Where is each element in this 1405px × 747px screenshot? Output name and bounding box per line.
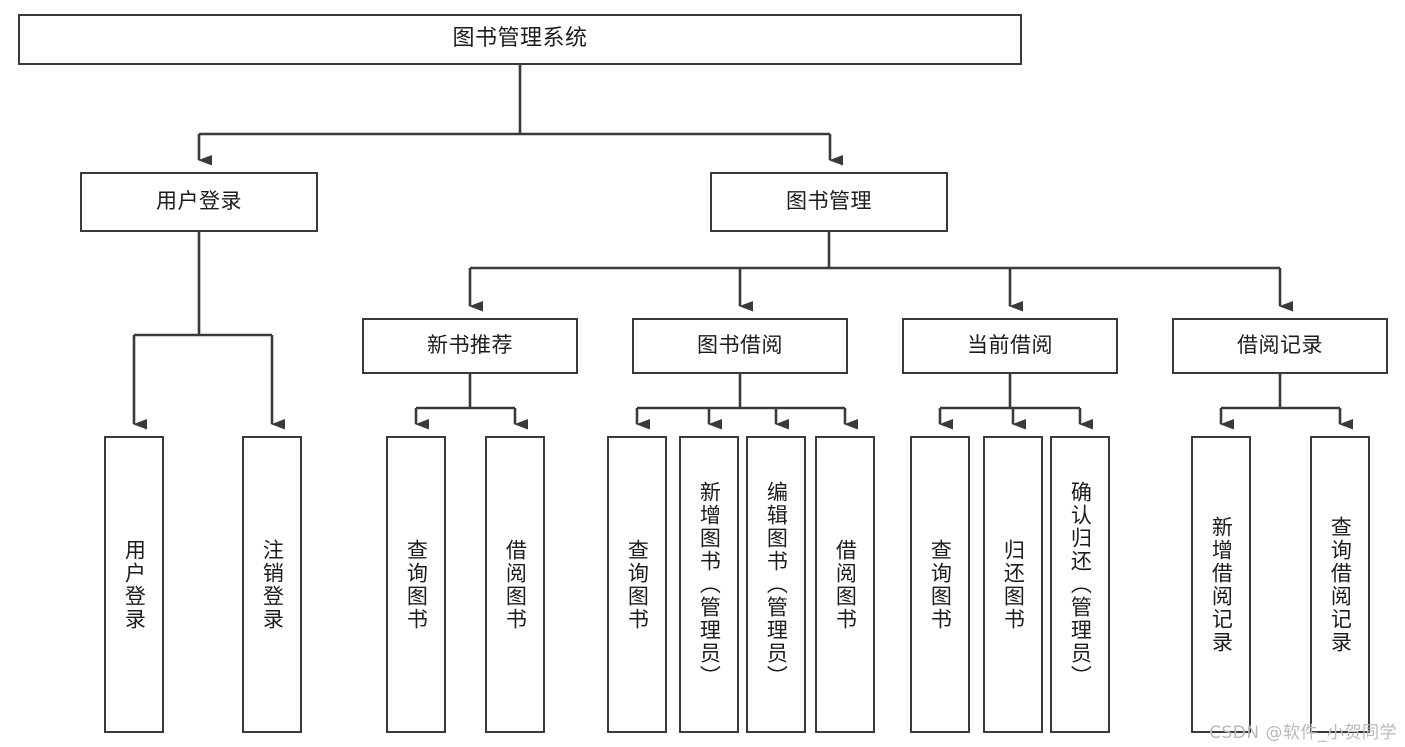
node-leaf-add-borrow-record[interactable]: 新增借阅记录 [1191,436,1251,733]
node-current-borrow[interactable]: 当前借阅 [902,318,1118,374]
node-label: 注销登录 [260,538,285,631]
node-label: 查询图书 [625,538,650,631]
node-borrow-record[interactable]: 借阅记录 [1172,318,1388,374]
node-leaf-edit-book-admin[interactable]: 编辑图书（管理员） [746,436,806,733]
node-label: 图书管理 [786,189,872,214]
node-label: 图书借阅 [697,333,783,358]
node-label: 查询借阅记录 [1328,515,1353,654]
node-label: 借阅图书 [503,538,528,631]
node-leaf-borrow-book-1[interactable]: 借阅图书 [485,436,545,733]
node-user-login[interactable]: 用户登录 [80,172,318,232]
node-label: 借阅图书 [833,538,858,631]
watermark-text: CSDN @软件_小贺同学 [1209,723,1397,743]
node-label: 当前借阅 [967,333,1053,358]
node-leaf-borrow-book-2[interactable]: 借阅图书 [815,436,875,733]
node-leaf-query-book-1[interactable]: 查询图书 [386,436,446,733]
node-label: 编辑图书（管理员） [764,481,789,688]
node-new-book-recommend[interactable]: 新书推荐 [362,318,578,374]
node-label: 查询图书 [404,538,429,631]
node-leaf-query-book-2[interactable]: 查询图书 [607,436,667,733]
node-label: 查询图书 [928,538,953,631]
node-leaf-logout[interactable]: 注销登录 [242,436,302,733]
node-book-borrow[interactable]: 图书借阅 [632,318,848,374]
node-leaf-confirm-return-admin[interactable]: 确认归还（管理员） [1050,436,1110,733]
node-label: 图书管理系统 [452,26,588,52]
node-leaf-query-book-3[interactable]: 查询图书 [910,436,970,733]
node-label: 用户登录 [156,189,242,214]
node-root-system[interactable]: 图书管理系统 [18,14,1022,65]
node-label: 归还图书 [1001,538,1026,631]
node-label: 新增图书（管理员） [697,481,722,688]
node-label: 借阅记录 [1237,333,1323,358]
node-book-management[interactable]: 图书管理 [710,172,948,232]
node-leaf-query-borrow-record[interactable]: 查询借阅记录 [1310,436,1370,733]
node-label: 新增借阅记录 [1209,515,1234,654]
node-label: 用户登录 [122,538,147,631]
node-leaf-user-login[interactable]: 用户登录 [104,436,164,733]
node-label: 确认归还（管理员） [1068,481,1093,688]
node-leaf-return-book[interactable]: 归还图书 [983,436,1043,733]
node-leaf-add-book-admin[interactable]: 新增图书（管理员） [679,436,739,733]
node-label: 新书推荐 [427,333,513,358]
